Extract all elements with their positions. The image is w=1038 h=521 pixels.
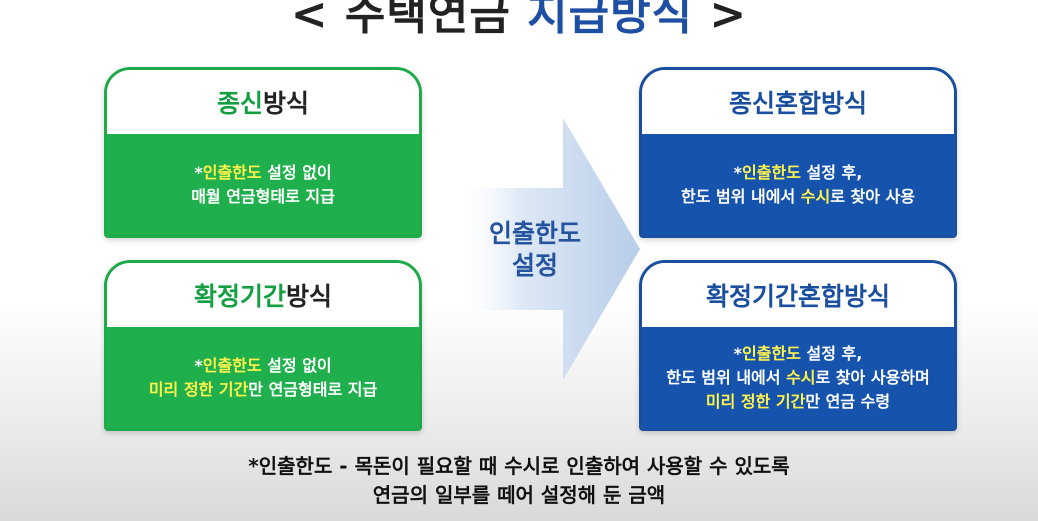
card-hwakjeong-mix-body: *인출한도 설정 후, 한도 범위 내에서 수시로 찾아 사용하며 미리 정한 … [642, 327, 954, 428]
card-jongsin-body: *인출한도 설정 없이 매월 연금형태로 지급 [107, 134, 419, 235]
card-hwakjeong-mix-line3: 미리 정한 기간만 연금 수령 [706, 390, 890, 414]
arrow-label-line2: 설정 [511, 251, 558, 280]
highlight-text: 인출한도 [742, 343, 801, 363]
title-accent: 지급방식 [527, 0, 694, 40]
card-hwakjeong-line1: *인출한도 설정 없이 [194, 354, 331, 378]
line-text: 한도 범위 내에서 [681, 186, 801, 206]
page-title: < 주택연금 지급방식 > [0, 0, 1038, 42]
asterisk: * [733, 343, 743, 363]
line-text: 한도 범위 내에서 [666, 367, 787, 387]
highlight-text: 인출한도 [202, 355, 262, 375]
highlight-text: 수시 [800, 186, 831, 206]
arrow-right-icon [455, 118, 640, 380]
card-jongsin-title-highlight: 종신 [216, 89, 263, 118]
card-hwakjeong-body: *인출한도 설정 없이 미리 정한 기간만 연금형태로 지급 [107, 327, 419, 428]
card-jongsin-mix-body: *인출한도 설정 후, 한도 범위 내에서 수시로 찾아 사용 [642, 134, 954, 235]
asterisk: * [194, 355, 203, 375]
card-hwakjeong-title-highlight: 확정기간 [193, 282, 286, 311]
card-hwakjeong-mix-line1: *인출한도 설정 후, [734, 342, 863, 366]
card-hwakjeong-line2: 미리 정한 기간만 연금형태로 지급 [149, 378, 377, 402]
card-hwakjeong-mix-line2: 한도 범위 내에서 수시로 찾아 사용하며 [666, 366, 929, 390]
line-text: 만 연금 수령 [805, 391, 891, 411]
footnote: *인출한도 - 목돈이 필요할 때 수시로 인출하여 사용할 수 있도록 연금의… [0, 452, 1038, 510]
card-jongsin-line1: *인출한도 설정 없이 [194, 161, 331, 185]
highlight-text: 인출한도 [742, 162, 801, 182]
card-jongsin-title-rest: 방식 [263, 89, 310, 118]
highlight-text: 수시 [786, 367, 816, 387]
card-jongsin-line2: 매월 연금형태로 지급 [191, 186, 335, 206]
card-jongsin-mix-line2: 한도 범위 내에서 수시로 찾아 사용 [681, 185, 915, 209]
highlight-text: 미리 정한 기간 [148, 379, 249, 399]
arrow-label-line1: 인출한도 [488, 219, 581, 248]
card-jongsin-mix-title-rest: 방식 [821, 89, 868, 118]
card-jongsin-mix-line1: *인출한도 설정 후, [734, 161, 863, 185]
card-hwakjeong-mix-title-rest: 방식 [844, 282, 891, 311]
line-text: 설정 후, [800, 162, 863, 182]
title-suffix: > [693, 0, 748, 40]
line-text: 설정 없이 [261, 355, 332, 375]
arrow-label: 인출한도 설정 [455, 218, 615, 282]
line-text: 로 찾아 사용하며 [815, 367, 930, 387]
highlight-text: 인출한도 [202, 162, 262, 182]
card-jongsin-mix-title-highlight: 종신혼합 [728, 89, 821, 118]
footnote-line2: 연금의 일부를 떼어 설정해 둔 금액 [372, 483, 666, 507]
asterisk: * [733, 162, 743, 182]
line-text: 로 찾아 사용 [830, 186, 915, 206]
card-hwakjeong-mix-title-highlight: 확정기간혼합 [705, 282, 844, 311]
asterisk: * [194, 162, 203, 182]
line-text: 설정 후, [800, 343, 863, 363]
highlight-text: 미리 정한 기간 [705, 391, 806, 411]
card-hwakjeong-title-rest: 방식 [286, 282, 333, 311]
footnote-line1: *인출한도 - 목돈이 필요할 때 수시로 인출하여 사용할 수 있도록 [248, 454, 790, 478]
line-text: 설정 없이 [261, 162, 332, 182]
line-text: 만 연금형태로 지급 [248, 379, 378, 399]
title-prefix: < 주택연금 [290, 0, 528, 40]
